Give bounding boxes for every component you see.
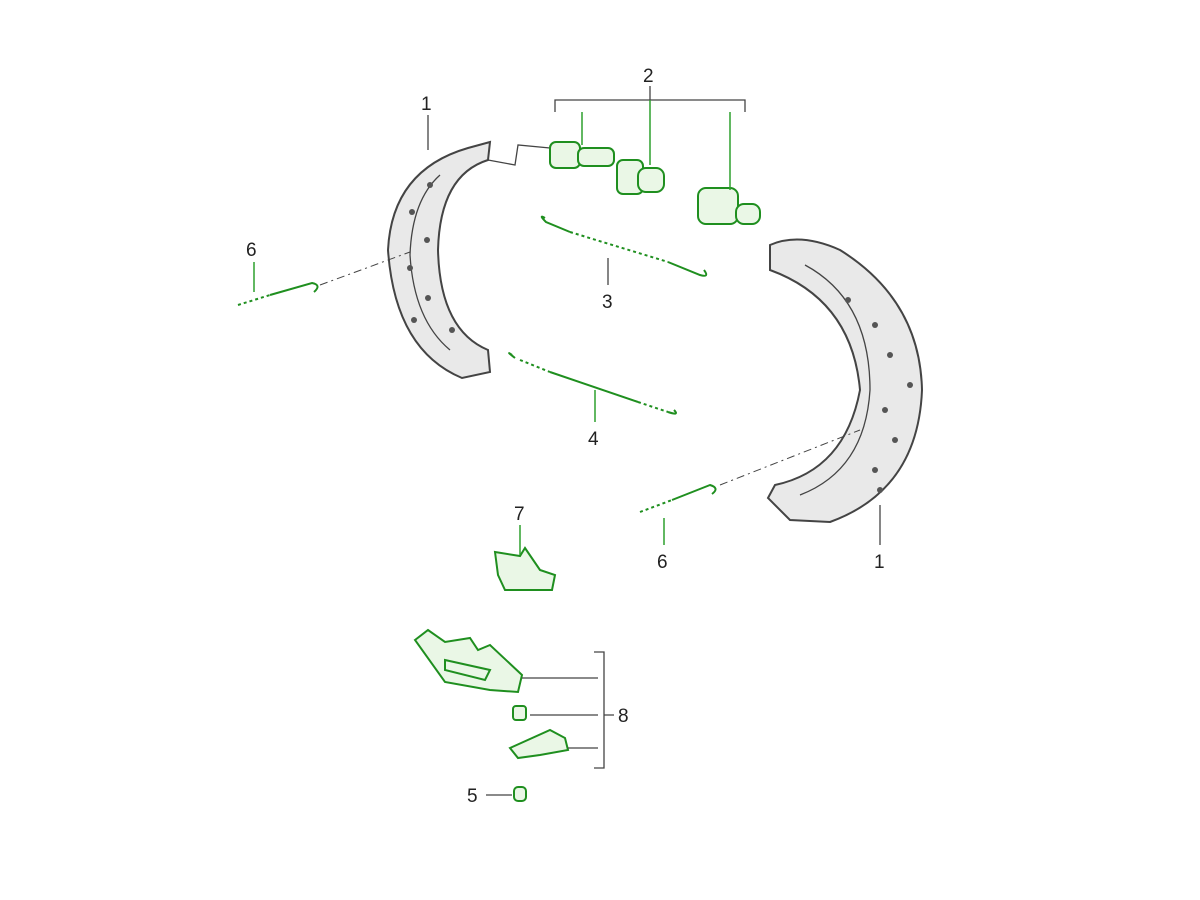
clip[interactable] [493, 525, 557, 591]
label-shoe-left: 1 [421, 94, 432, 115]
lever-kit-bracket [522, 651, 614, 769]
label-shoe-right: 1 [874, 552, 885, 573]
small-part[interactable] [513, 786, 527, 802]
adjuster-sleeve[interactable] [697, 187, 761, 225]
lever-arm[interactable] [508, 728, 570, 760]
brake-shoe-left[interactable] [386, 140, 492, 380]
lower-spring[interactable] [508, 352, 677, 422]
lever-pin[interactable] [512, 705, 527, 721]
label-hold-spring-left: 6 [246, 240, 257, 261]
label-hold-spring-right: 6 [657, 552, 668, 573]
upper-spring[interactable] [540, 215, 708, 285]
adjuster-gear[interactable] [616, 159, 665, 195]
hold-down-spring-left[interactable] [237, 251, 411, 306]
label-lever-kit: 8 [618, 706, 629, 727]
label-adjuster: 2 [643, 66, 654, 87]
brake-shoe-right[interactable] [766, 238, 924, 524]
lever-plate[interactable] [413, 628, 524, 694]
label-clip: 7 [514, 504, 525, 525]
label-small-part: 5 [467, 786, 478, 807]
adjuster-leaders [581, 100, 731, 190]
hold-down-spring-right[interactable] [639, 429, 861, 545]
label-lower-spring: 4 [588, 429, 599, 450]
adjuster-screw[interactable] [487, 141, 615, 169]
label-upper-spring: 3 [602, 292, 613, 313]
